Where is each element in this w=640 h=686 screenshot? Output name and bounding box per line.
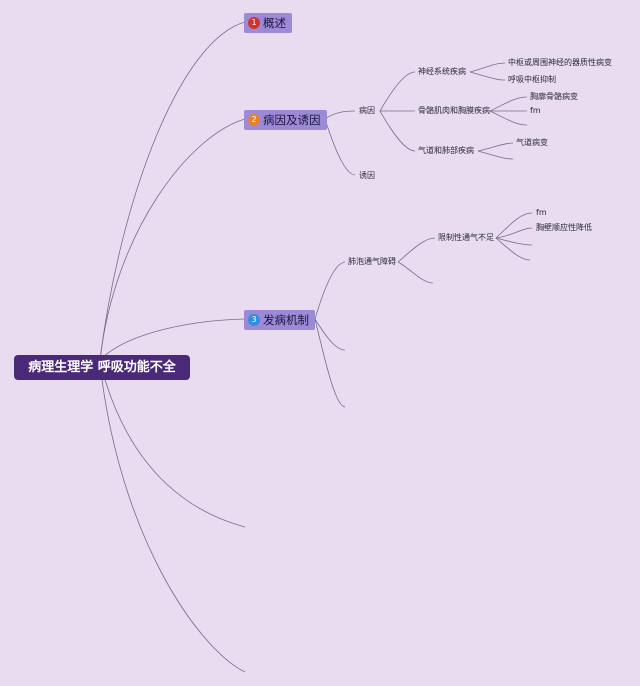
connector-xianzhi-fm <box>495 212 533 239</box>
connector-shenjing-huxi <box>469 71 506 81</box>
number-badge-icon: 2 <box>248 113 260 126</box>
connector-feipao-empty-1 <box>397 261 434 284</box>
branch-label: 概述 <box>263 16 286 30</box>
number-badge-icon: 1 <box>248 16 260 29</box>
connector-root-empty-1 <box>99 361 246 528</box>
number-badge-icon: 3 <box>248 313 260 326</box>
node-fm-1[interactable]: fm <box>530 106 541 115</box>
node-xianzhi[interactable]: 限制性通气不足 <box>438 233 494 242</box>
connector-mechanism-feipao <box>314 261 346 320</box>
connector-root-causes <box>99 118 246 361</box>
connector-root-mechanism <box>99 318 246 361</box>
connector-xianzhi-empty-1 <box>495 237 533 246</box>
root-node[interactable]: 病理生理学 呼吸功能不全 <box>14 355 190 380</box>
connector-causes-youyin <box>324 118 356 176</box>
node-guge[interactable]: 骨骼肌肉和胸膜疾病 <box>418 106 490 115</box>
node-huxi[interactable]: 呼吸中枢抑制 <box>508 75 556 84</box>
node-xiongbi[interactable]: 胸壁顺应性降低 <box>536 223 592 232</box>
node-qidao[interactable]: 气道和肺部疾病 <box>418 146 474 155</box>
branch-label: 发病机制 <box>263 313 309 327</box>
connector-root-overview <box>99 21 246 361</box>
node-shenjing[interactable]: 神经系统疾病 <box>418 67 466 76</box>
connector-mechanism-empty-1 <box>314 318 346 351</box>
node-fm-2[interactable]: fm <box>536 208 547 217</box>
connector-bingyin-qidao <box>379 110 416 152</box>
connector-guge-empty <box>489 110 528 126</box>
node-bingyin[interactable]: 病因 <box>359 106 375 115</box>
connector-shenjing-zhongshu <box>469 62 506 73</box>
connector-xianzhi-empty-2 <box>495 237 531 261</box>
connector-root-empty-2 <box>99 363 246 673</box>
node-youyin[interactable]: 诱因 <box>359 171 375 180</box>
node-qidaobing[interactable]: 气道病变 <box>516 138 548 147</box>
node-zhongshu[interactable]: 中枢或周围神经的器质性病变 <box>508 58 612 67</box>
node-xiongkuo[interactable]: 胸廓骨骼病变 <box>530 92 578 101</box>
connector-mechanism-empty-2 <box>314 318 346 408</box>
connector-qidao-qidaobing <box>477 142 514 152</box>
node-feipao[interactable]: 肺泡通气障碍 <box>348 257 396 266</box>
connector-feipao-xianzhi <box>397 237 436 263</box>
connector-causes-bingyin <box>324 110 356 120</box>
connector-qidao-empty <box>477 150 514 160</box>
branch-label: 病因及诱因 <box>263 113 321 127</box>
connector-bingyin-shenjing <box>379 71 416 112</box>
connector-guge-xiongkuo <box>489 96 528 112</box>
connector-xianzhi-xiongbi <box>495 227 533 239</box>
